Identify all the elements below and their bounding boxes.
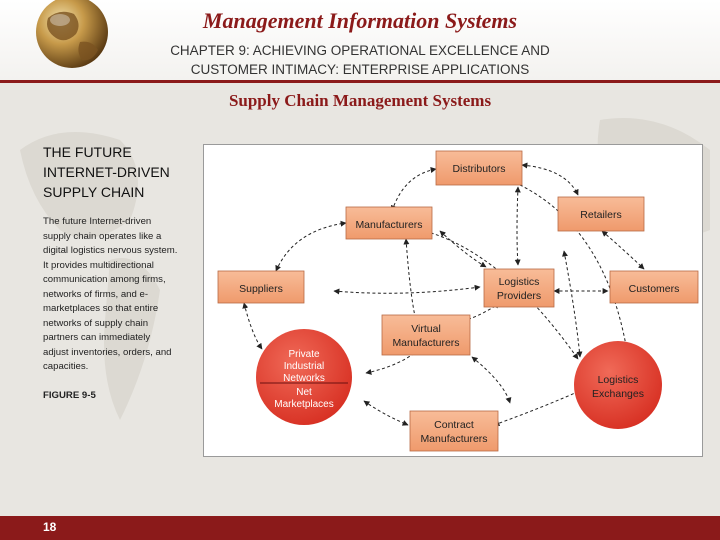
arrow (472, 357, 510, 403)
node-label: Customers (629, 283, 680, 295)
node-label: Logistics (499, 276, 540, 288)
node-private-networks-marketplaces: Private Industrial Networks Net Marketpl… (256, 329, 352, 425)
arrow (564, 251, 580, 357)
node-label: Net (296, 387, 312, 398)
globe-icon (26, 0, 118, 80)
body-line: digital logistics nervous system. (43, 244, 203, 259)
section-heading-line-3: SUPPLY CHAIN (43, 182, 203, 202)
node-label: Virtual (411, 323, 441, 335)
slide-header: Management Information Systems CHAPTER 9… (0, 0, 720, 82)
node-virtual-manufacturers: Virtual Manufacturers (382, 315, 470, 355)
arrow (276, 223, 346, 271)
node-distributors: Distributors (436, 151, 522, 185)
body-line: communication among firms, (43, 273, 203, 288)
chapter-subtitle-line-2: CUSTOMER INTIMACY: ENTERPRISE APPLICATIO… (130, 60, 590, 79)
left-text-column: THE FUTURE INTERNET-DRIVEN SUPPLY CHAIN … (43, 140, 203, 401)
node-label: Contract (434, 419, 474, 431)
body-line: capacities. (43, 360, 203, 375)
node-label: Providers (497, 290, 541, 302)
chapter-subtitle-line-1: CHAPTER 9: ACHIEVING OPERATIONAL EXCELLE… (130, 41, 590, 60)
body-line: supply chain operates like a (43, 230, 203, 245)
node-suppliers: Suppliers (218, 271, 304, 303)
node-label: Marketplaces (274, 399, 333, 410)
node-label: Manufacturers (392, 337, 459, 349)
section-heading-line-1: THE FUTURE (43, 142, 203, 162)
node-logistics-exchanges: Logistics Exchanges (574, 341, 662, 429)
node-label: Private (288, 349, 320, 360)
node-label: Logistics (598, 374, 639, 386)
body-line: marketplaces so that entire (43, 302, 203, 317)
arrow (406, 239, 416, 321)
arrow (392, 169, 436, 211)
arrow (440, 231, 486, 267)
arrow (602, 231, 644, 269)
node-label: Retailers (580, 209, 621, 221)
supply-chain-diagram: Distributors Retailers Manufacturers Sup… (204, 145, 702, 456)
page-number: 18 (43, 520, 56, 534)
section-heading: THE FUTURE INTERNET-DRIVEN SUPPLY CHAIN (43, 142, 203, 202)
body-line: The future Internet-driven (43, 215, 203, 230)
body-text: The future Internet-driven supply chain … (43, 215, 203, 375)
node-label: Networks (283, 373, 325, 384)
body-line: It provides multidirectional (43, 259, 203, 274)
supply-chain-figure: Distributors Retailers Manufacturers Sup… (203, 144, 703, 457)
arrow (244, 303, 262, 349)
node-retailers: Retailers (558, 197, 644, 231)
node-manufacturers: Manufacturers (346, 207, 432, 239)
header-rule (0, 80, 720, 83)
node-contract-manufacturers: Contract Manufacturers (410, 411, 498, 451)
body-line: networks of supply chain (43, 317, 203, 332)
course-title: Management Information Systems (120, 8, 600, 34)
chapter-subtitle: CHAPTER 9: ACHIEVING OPERATIONAL EXCELLE… (130, 41, 590, 79)
node-label: Manufacturers (420, 433, 487, 445)
section-heading-line-2: INTERNET-DRIVEN (43, 162, 203, 182)
slide-title: Supply Chain Management Systems (120, 91, 600, 111)
arrow (494, 389, 584, 425)
node-label: Distributors (452, 163, 505, 175)
arrow (517, 187, 518, 265)
node-label: Exchanges (592, 388, 644, 400)
arrow (334, 287, 480, 293)
node-customers: Customers (610, 271, 698, 303)
footer-bar (0, 516, 720, 540)
node-label: Manufacturers (355, 219, 422, 231)
arrow (364, 401, 408, 425)
body-line: adjust inventories, orders, and (43, 346, 203, 361)
node-label: Suppliers (239, 283, 283, 295)
body-line: partners can immediately (43, 331, 203, 346)
node-logistics-providers: Logistics Providers (484, 269, 554, 307)
figure-label: FIGURE 9-5 (43, 390, 203, 401)
node-label: Industrial (284, 361, 325, 372)
body-line: networks of firms, and e- (43, 288, 203, 303)
